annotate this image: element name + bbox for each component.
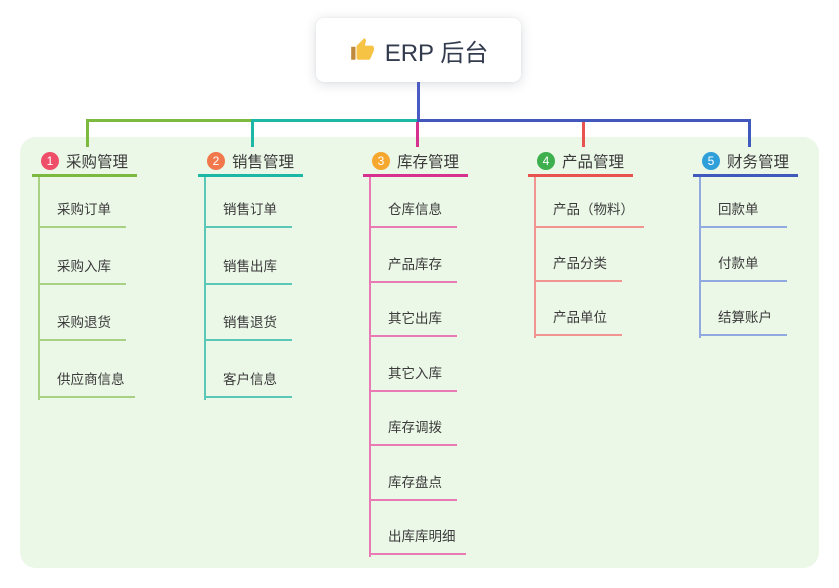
branch-number-badge: 1 <box>41 151 59 170</box>
branches-panel <box>20 137 819 568</box>
branch-sales: 2 销售管理 销售订单 销售出库 销售退货 客户信息 <box>198 147 303 400</box>
child-node[interactable]: 库存调拨 <box>369 414 457 446</box>
child-node[interactable]: 仓库信息 <box>369 196 457 228</box>
branch-node-product[interactable]: 4 产品管理 <box>528 147 633 177</box>
connector-drop-inventory <box>416 122 419 147</box>
child-node[interactable]: 产品库存 <box>369 251 457 283</box>
child-node[interactable]: 付款单 <box>699 250 787 282</box>
child-node[interactable]: 供应商信息 <box>38 366 135 398</box>
child-node[interactable]: 产品分类 <box>534 250 622 282</box>
connector-trunk-left <box>86 119 251 122</box>
child-node[interactable]: 回款单 <box>699 196 787 228</box>
branch-rail-line <box>38 177 40 400</box>
branch-label: 采购管理 <box>66 153 129 171</box>
branch-rail-line <box>699 177 701 338</box>
branch-inventory: 3 库存管理 仓库信息 产品库存 其它出库 其它入库 库存调拨 库存盘点 出库库… <box>363 147 468 557</box>
child-node[interactable]: 库存盘点 <box>369 469 457 501</box>
branch-rail-line <box>204 177 206 400</box>
child-node[interactable]: 采购订单 <box>38 196 126 228</box>
connector-root-stem <box>417 82 420 120</box>
branch-label: 产品管理 <box>562 153 625 171</box>
child-node[interactable]: 其它入库 <box>369 360 457 392</box>
thumbs-up-icon <box>349 37 375 63</box>
child-node[interactable]: 产品单位 <box>534 304 622 336</box>
branch-number-badge: 2 <box>207 151 225 170</box>
connector-drop-procurement <box>86 119 89 147</box>
child-node[interactable]: 采购退货 <box>38 309 126 341</box>
connector-trunk-right <box>417 119 751 122</box>
branch-rail-line <box>369 177 371 557</box>
connector-drop-product <box>582 122 585 147</box>
branch-node-finance[interactable]: 5 财务管理 <box>693 147 798 177</box>
branch-product: 4 产品管理 产品（物料） 产品分类 产品单位 <box>528 147 644 338</box>
branch-label: 销售管理 <box>232 153 295 171</box>
branch-number-badge: 4 <box>537 151 555 170</box>
child-node[interactable]: 产品（物料） <box>534 196 644 228</box>
connector-drop-finance <box>748 119 751 147</box>
branch-rail-line <box>534 177 536 338</box>
connector-drop-sales <box>251 122 254 147</box>
branch-finance: 5 财务管理 回款单 付款单 结算账户 <box>693 147 798 338</box>
child-node[interactable]: 客户信息 <box>204 366 292 398</box>
branch-node-sales[interactable]: 2 销售管理 <box>198 147 303 177</box>
child-node[interactable]: 其它出库 <box>369 305 457 337</box>
root-node-label: ERP 后台 <box>384 39 489 67</box>
child-node[interactable]: 结算账户 <box>699 304 787 336</box>
branch-node-inventory[interactable]: 3 库存管理 <box>363 147 468 177</box>
child-node[interactable]: 销售退货 <box>204 309 292 341</box>
connector-trunk-mid <box>251 119 417 122</box>
root-node[interactable]: ERP 后台 <box>316 18 521 82</box>
branch-node-procurement[interactable]: 1 采购管理 <box>32 147 137 177</box>
branch-number-badge: 3 <box>372 151 390 170</box>
child-node[interactable]: 销售出库 <box>204 253 292 285</box>
branch-procurement: 1 采购管理 采购订单 采购入库 采购退货 供应商信息 <box>32 147 137 400</box>
child-node[interactable]: 采购入库 <box>38 253 126 285</box>
child-node[interactable]: 销售订单 <box>204 196 292 228</box>
child-node[interactable]: 出库库明细 <box>369 523 466 555</box>
branch-label: 财务管理 <box>727 153 790 171</box>
branch-number-badge: 5 <box>702 151 720 170</box>
branch-label: 库存管理 <box>397 153 460 171</box>
